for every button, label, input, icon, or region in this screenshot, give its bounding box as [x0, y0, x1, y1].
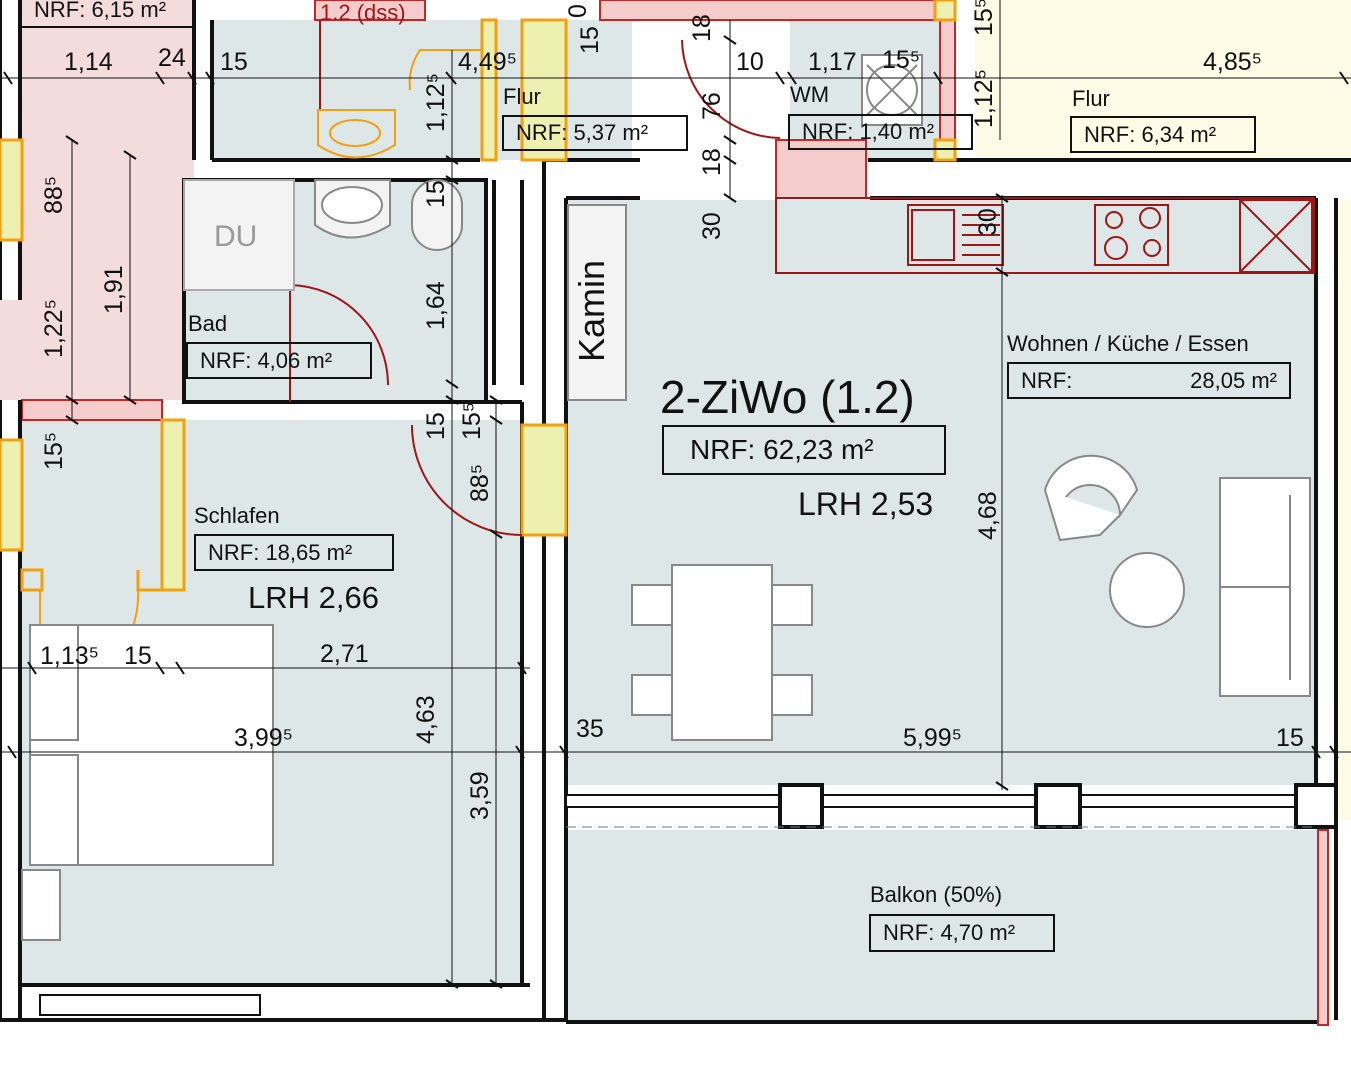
dim-d14: 5,99⁵: [903, 724, 963, 752]
schlafen-nrf-text: NRF: 18,65 m²: [208, 539, 353, 565]
flur-left-nrf: NRF: 5,37 m²: [502, 115, 688, 151]
dim-d7: 15⁵: [882, 46, 921, 74]
dim-v21: 15: [422, 412, 450, 440]
dim-v6: 15: [422, 180, 450, 208]
dim-d12: 3,99⁵: [234, 724, 294, 752]
unit-lrh: LRH 2,53: [798, 486, 934, 522]
balkon-nrf: NRF: 4,70 m²: [869, 914, 1055, 952]
dim-v9: 76: [698, 92, 726, 120]
bad-name: Bad: [188, 311, 228, 336]
dim-v15: 4,63: [412, 695, 440, 744]
unit-nrf-text: NRF: 62,23 m²: [690, 434, 874, 465]
kitchen-counter: [775, 197, 1315, 274]
flur-right-fill: [975, 0, 1351, 160]
dim-v1: 88⁵: [40, 175, 68, 214]
sink-orange: [317, 109, 396, 159]
dim-d1: 1,14: [64, 48, 113, 76]
dim-v7: 1,64: [422, 281, 450, 330]
right-strip-fill: [1336, 200, 1351, 820]
balkon-fill: [566, 830, 1326, 1020]
flur-right-nrf-text: NRF: 6,34 m²: [1084, 121, 1217, 147]
dim-v10: 18: [698, 148, 726, 176]
furniture: [21, 179, 1311, 941]
dim-v16: 3,59: [466, 771, 494, 820]
nrf-top-left: NRF: 6,15 m²: [20, 0, 195, 28]
unit-nrf: NRF: 62,23 m²: [662, 425, 946, 475]
wall-pink: [314, 0, 426, 21]
dim-d2: 24: [158, 44, 186, 72]
schlafen-nrf: NRF: 18,65 m²: [194, 534, 394, 571]
dim-d8: 4,85⁵: [1203, 48, 1263, 76]
dimension-lines: [0, 0, 1351, 985]
dim-v8: 18: [688, 14, 716, 42]
dim-v11: 30: [698, 212, 726, 240]
door-swings: [289, 20, 781, 536]
dim-v20: 15⁵: [970, 0, 998, 36]
dim-v5: 1,12⁵: [422, 72, 450, 132]
dim-d10: 1,13⁵: [40, 642, 100, 670]
pink-zone: [22, 0, 194, 400]
dss-label: 1.2 (dss): [320, 0, 406, 25]
unit-title: 2-ZiWo (1.2): [660, 371, 915, 423]
dim-v17: 4,68: [974, 491, 1002, 540]
dim-d6: 1,17: [808, 48, 857, 76]
dim-d9: 2,71: [320, 640, 369, 668]
dim-v12: 15: [576, 26, 604, 54]
wohnen-nrf-label: NRF:: [1021, 367, 1073, 393]
balkon-name: Balkon (50%): [870, 882, 1003, 907]
dim-d4: 4,49⁵: [458, 48, 518, 76]
schlafen-name: Schlafen: [194, 503, 280, 528]
dim-v14: 15⁵: [458, 401, 486, 440]
dim-v19: 1,12⁵: [970, 68, 998, 128]
dim-v4: 15⁵: [40, 431, 68, 470]
flur-left-name: Flur: [503, 84, 541, 109]
flur-right-nrf: NRF: 6,34 m²: [1070, 116, 1256, 153]
shower-label: DU: [214, 220, 258, 253]
dim-d15: 15: [1276, 724, 1304, 752]
wohnen-nrf-value: 28,05 m²: [1190, 367, 1277, 393]
wohnen-name: Wohnen / Küche / Essen: [1007, 331, 1249, 356]
wall-red-right: [1317, 829, 1329, 1026]
wall-pink: [599, 0, 941, 21]
dim-d13: 35: [576, 715, 604, 743]
wm-nrf: NRF: 1,40 m²: [788, 114, 973, 150]
dim-v3: 1,22⁵: [40, 298, 68, 358]
dim-d11: 15: [124, 642, 152, 670]
wm-nrf-text: NRF: 1,40 m²: [802, 119, 935, 144]
dim-d5: 10: [736, 48, 764, 76]
wm-name: WM: [790, 82, 830, 107]
dim-v22: 0: [564, 4, 592, 18]
balkon-nrf-text: NRF: 4,70 m²: [883, 920, 1016, 945]
wall-pink: [21, 399, 163, 421]
dim-v2: 1,91: [100, 265, 128, 314]
balcony-windows: [39, 783, 1338, 1016]
dim-v18: 30: [974, 208, 1002, 236]
dim-v13: 88⁵: [466, 463, 494, 502]
flur-left-nrf-text: NRF: 5,37 m²: [516, 120, 649, 145]
bad-nrf-text: NRF: 4,06 m²: [200, 347, 333, 373]
flur-right-name: Flur: [1072, 86, 1110, 111]
dim-d3: 15: [220, 48, 248, 76]
openings: [0, 0, 957, 592]
schlafen-lrh: LRH 2,66: [248, 580, 379, 615]
pink-zone-left: [0, 300, 22, 400]
wohnen-nrf: NRF: 28,05 m²: [1007, 362, 1291, 399]
bad-nrf: NRF: 4,06 m²: [186, 342, 372, 379]
dimension-ticks: [3, 35, 1349, 989]
nrf-top-left-text: NRF: 6,15 m²: [34, 0, 167, 22]
kamin-label: Kamin: [571, 259, 612, 362]
